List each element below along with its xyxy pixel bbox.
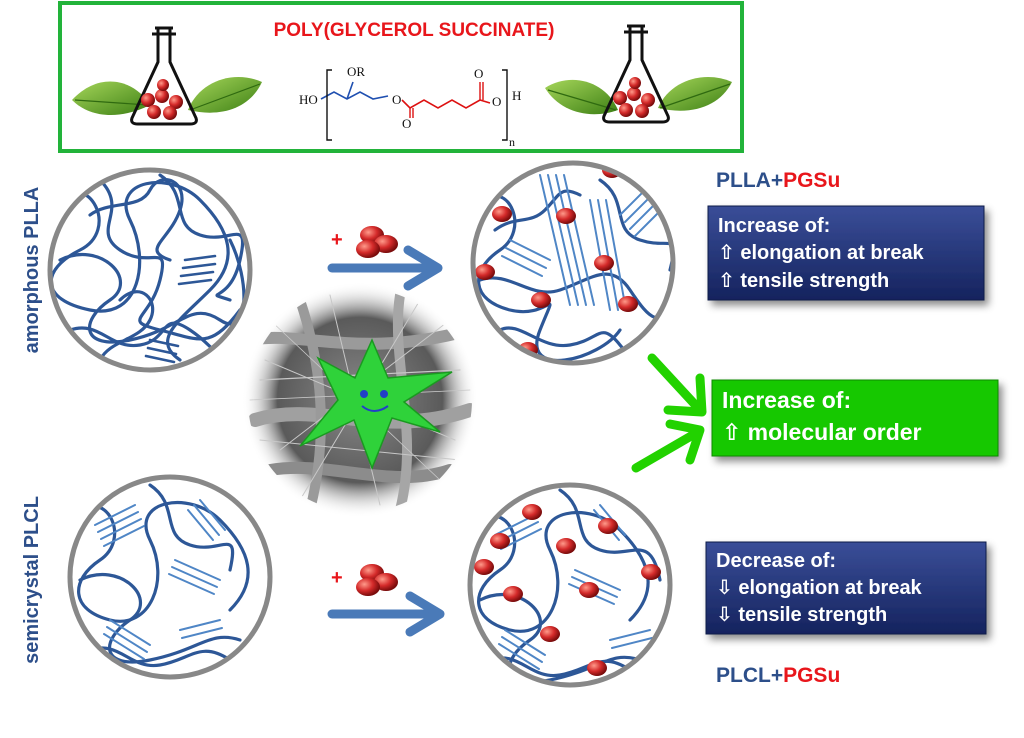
label-plla-pgsu: PLLA+PGSu <box>716 169 840 192</box>
arrow-icon-green-down <box>647 353 707 417</box>
plus-top: + <box>331 229 343 251</box>
formula-or: OR <box>347 64 365 79</box>
box-plcl-line1: ⇩ elongation at break <box>716 577 923 599</box>
label-plla-additive: PGSu <box>783 169 840 192</box>
box-molecular-order: Increase of: ⇧ molecular order <box>711 379 999 457</box>
formula-o2: O <box>402 116 411 131</box>
bead-cluster-icon <box>356 226 398 258</box>
box-plla-line1: ⇧ elongation at break <box>718 242 925 264</box>
label-semicrystal-plcl: semicrystal PLCL <box>21 496 43 664</box>
arrow-icon-bottom <box>327 591 445 637</box>
pgsu-beads <box>474 504 661 676</box>
box-plla-properties: Increase of: ⇧ elongation at break ⇧ ten… <box>707 205 985 301</box>
header-title: POLY(GLYCEROL SUCCINATE) <box>274 20 555 41</box>
label-plla-base: PLLA+ <box>716 169 783 192</box>
bead-cluster-icon <box>141 79 183 120</box>
box-plla-line2: ⇧ tensile strength <box>718 270 889 292</box>
circle-amorphous-plla <box>47 167 253 373</box>
flask-icon-right <box>545 24 732 124</box>
formula-o4: O <box>492 94 501 109</box>
box-plla-heading: Increase of: <box>718 215 830 237</box>
bead-cluster-icon <box>613 77 655 118</box>
box-plcl-line2: ⇩ tensile strength <box>716 604 887 626</box>
bead-cluster-icon <box>356 564 398 596</box>
plus-bottom: + <box>331 567 343 589</box>
formula-n: n <box>509 135 515 149</box>
label-plcl-additive: PGSu <box>783 664 840 687</box>
arrow-icon-green-up <box>631 419 705 473</box>
box-order-line1: ⇧ molecular order <box>722 419 922 445</box>
formula-o3: O <box>474 66 483 81</box>
cell-icon <box>299 338 453 471</box>
label-plcl-pgsu: PLCL+PGSu <box>716 664 840 687</box>
leaf-icon <box>72 81 150 116</box>
label-plcl-base: PLCL+ <box>716 664 783 687</box>
arrow-icon-top <box>327 245 443 291</box>
formula-ho: HO <box>299 92 318 107</box>
flask-icon-left <box>72 26 262 126</box>
label-amorphous-plla: amorphous PLLA <box>21 187 43 354</box>
circle-plcl-pgsu <box>467 482 673 688</box>
chemical-structure: HO OR O O O O H n <box>299 64 521 149</box>
circle-plla-pgsu <box>470 160 676 366</box>
sem-image <box>242 282 478 518</box>
circle-semicrystal-plcl <box>67 474 273 680</box>
formula-h: H <box>512 88 521 103</box>
formula-o1: O <box>392 92 401 107</box>
header-frame <box>58 1 744 153</box>
box-plcl-properties: Decrease of: ⇩ elongation at break ⇩ ten… <box>705 541 987 635</box>
box-plcl-heading: Decrease of: <box>716 550 836 572</box>
box-order-heading: Increase of: <box>722 387 851 413</box>
